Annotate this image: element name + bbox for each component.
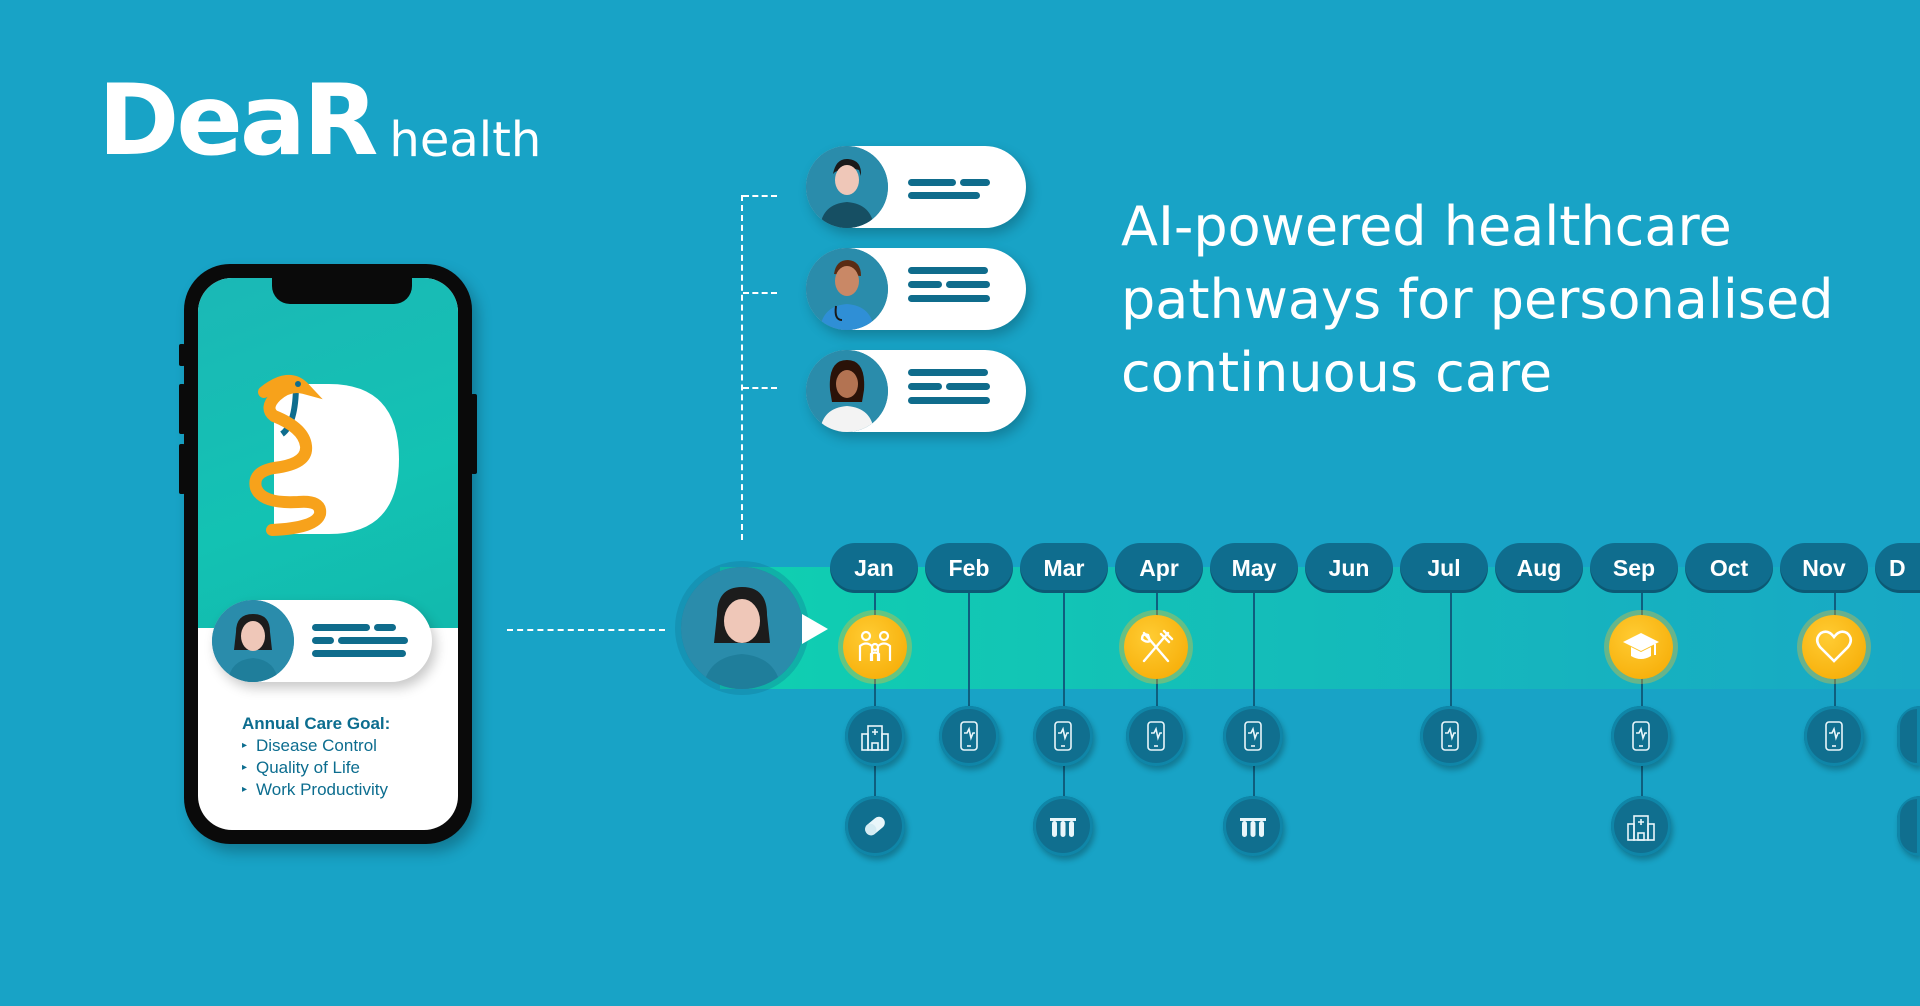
phone-heart-icon	[1825, 721, 1843, 751]
node-pill	[845, 796, 905, 856]
phone-button	[179, 444, 185, 494]
node-phone-heart	[1126, 706, 1186, 766]
phone-heart-icon	[1244, 721, 1262, 751]
node-phone-heart	[1033, 706, 1093, 766]
headline-line-3: continuous care	[1121, 341, 1553, 404]
milestone-diet	[1124, 615, 1188, 679]
month-nov: Nov	[1780, 543, 1868, 593]
goal-item: Disease Control	[242, 735, 390, 757]
pill-icon	[865, 816, 885, 836]
phone-button	[179, 384, 185, 434]
phone-heart-icon	[1441, 721, 1459, 751]
annual-care-goal: Annual Care Goal: Disease Control Qualit…	[242, 713, 390, 801]
headline: AI-powered healthcare pathways for perso…	[1121, 190, 1881, 409]
phone-button	[179, 344, 185, 366]
milestone-education	[1609, 615, 1673, 679]
phone-heart-icon	[1054, 721, 1072, 751]
doctor-card	[806, 248, 1026, 330]
node-phone-heart	[1804, 706, 1864, 766]
patient-card	[212, 600, 432, 682]
doctor-card	[806, 146, 1026, 228]
doctor-card	[806, 350, 1026, 432]
test-tubes-icon	[1050, 818, 1076, 837]
doctor-avatar	[806, 248, 888, 330]
month-sep: Sep	[1590, 543, 1678, 593]
timeline-stem	[1450, 590, 1452, 736]
node-phone-heart	[1420, 706, 1480, 766]
education-icon	[1623, 633, 1659, 659]
hospital-icon	[1627, 815, 1655, 841]
month-dec: D	[1875, 543, 1920, 593]
month-apr: Apr	[1115, 543, 1203, 593]
goal-title: Annual Care Goal:	[242, 714, 391, 733]
headline-line-2: pathways for personalised	[1121, 268, 1834, 331]
doctor-avatar	[806, 350, 888, 432]
play-arrow-icon	[802, 614, 828, 644]
phone-notch	[272, 278, 412, 304]
month-oct: Oct	[1685, 543, 1773, 593]
phone-button	[471, 394, 477, 474]
month-jun: Jun	[1305, 543, 1393, 593]
node-partial	[1897, 796, 1920, 856]
phone-screen: Annual Care Goal: Disease Control Qualit…	[198, 278, 458, 830]
node-test-tubes	[1223, 796, 1283, 856]
phone-mockup: Annual Care Goal: Disease Control Qualit…	[179, 264, 477, 844]
goal-item: Quality of Life	[242, 757, 390, 779]
month-mar: Mar	[1020, 543, 1108, 593]
node-test-tubes	[1033, 796, 1093, 856]
patient-avatar-large	[681, 567, 803, 689]
connector-line	[743, 292, 777, 294]
app-logo-icon	[249, 375, 399, 536]
month-jan: Jan	[830, 543, 918, 593]
phone-heart-icon	[960, 721, 978, 751]
month-may: May	[1210, 543, 1298, 593]
heart-icon	[1815, 630, 1853, 663]
patient-avatar	[212, 600, 294, 682]
logo: DeaR health	[98, 72, 541, 170]
connector-line	[743, 195, 777, 197]
logo-brand: DeaR	[98, 64, 378, 178]
doctor-avatar	[806, 146, 888, 228]
node-phone-heart	[939, 706, 999, 766]
node-phone-heart	[1223, 706, 1283, 766]
connector-line	[743, 387, 777, 389]
month-jul: Jul	[1400, 543, 1488, 593]
month-feb: Feb	[925, 543, 1013, 593]
connector-line	[507, 629, 665, 631]
milestone-family	[843, 615, 907, 679]
node-partial	[1897, 706, 1920, 766]
connector-line	[741, 195, 743, 540]
node-phone-heart	[1611, 706, 1671, 766]
headline-line-1: AI-powered healthcare	[1121, 195, 1732, 258]
timeline-stem	[968, 590, 970, 736]
node-hospital	[1611, 796, 1671, 856]
hospital-icon	[861, 725, 889, 751]
logo-sub: health	[389, 112, 542, 168]
goal-item: Work Productivity	[242, 779, 390, 801]
phone-heart-icon	[1632, 721, 1650, 751]
node-hospital	[845, 706, 905, 766]
family-icon	[858, 630, 892, 661]
month-aug: Aug	[1495, 543, 1583, 593]
test-tubes-icon	[1240, 818, 1266, 837]
diet-icon	[1140, 629, 1174, 663]
milestone-heart	[1802, 615, 1866, 679]
phone-heart-icon	[1147, 721, 1165, 751]
